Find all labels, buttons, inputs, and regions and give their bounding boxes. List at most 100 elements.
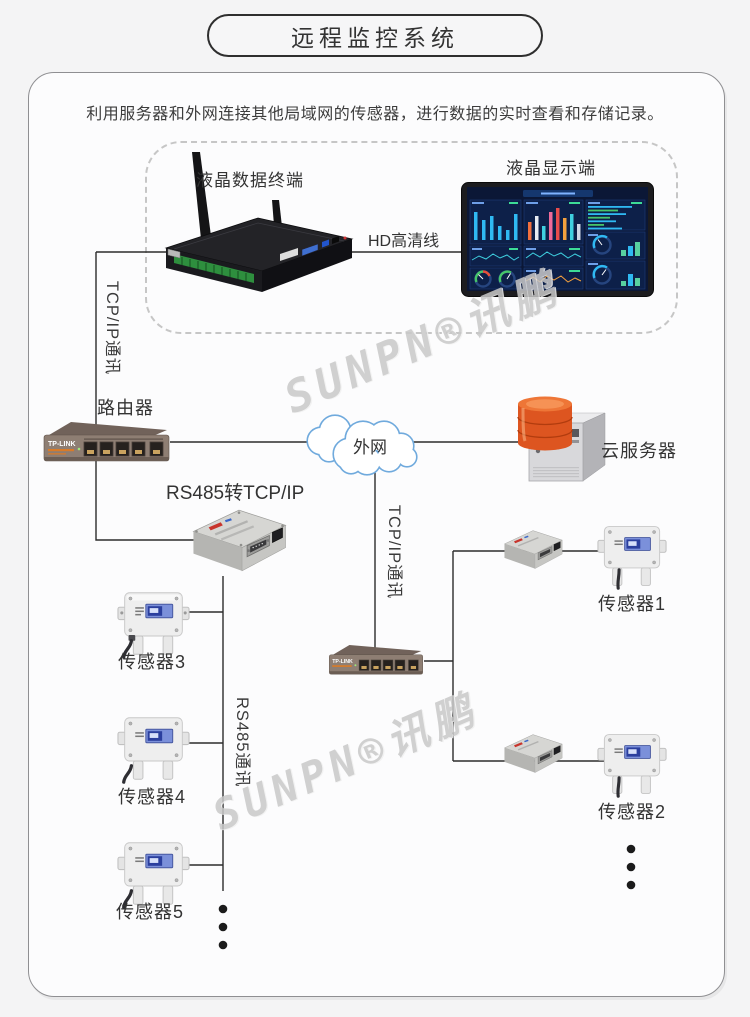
- sensor-label-text: [614, 748, 623, 754]
- converter-device: [192, 509, 287, 572]
- sensor-screws: [128, 846, 179, 883]
- rj45-port: [272, 527, 283, 543]
- server-vents: [533, 467, 579, 478]
- converter-text-row: [517, 536, 539, 547]
- db9-port: [246, 534, 270, 558]
- sensor-device: [117, 717, 190, 784]
- router-base: [44, 457, 169, 461]
- cloud-front-fill: [334, 422, 416, 474]
- converter-device: [503, 530, 563, 569]
- router-device: TP-LINK: [329, 645, 423, 675]
- router-subtext: [48, 453, 66, 455]
- converter-logo-blue: [524, 535, 529, 539]
- power-led: [343, 236, 347, 240]
- router-device: TP-LINK: [43, 422, 170, 462]
- status-led: [77, 447, 81, 451]
- sensor-screws: [608, 530, 656, 565]
- ear-hole: [183, 611, 187, 615]
- cable-gland: [128, 635, 136, 641]
- dvi-port: [280, 248, 298, 261]
- router-brand-text: TP-LINK: [48, 441, 76, 448]
- converter-logo-red: [513, 538, 523, 544]
- database-stack: [517, 396, 573, 451]
- sensor-leg: [640, 775, 651, 794]
- lcd-digits: [628, 541, 637, 546]
- page-title: 远程监控系统: [207, 14, 543, 57]
- sensor-screws: [608, 738, 656, 773]
- line-chart-3: [525, 275, 582, 283]
- converter-left-face: [193, 531, 243, 571]
- cloud-label: 外网: [353, 438, 387, 457]
- sensor-device: [117, 842, 190, 909]
- lan-ports: [358, 659, 419, 671]
- sensor4-label: 传感器4: [118, 787, 187, 807]
- sensor-screws: [128, 596, 179, 633]
- terminal-right-face: [262, 239, 352, 292]
- description-text: 利用服务器和外网连接其他局域网的传感器，进行数据的实时查看和存储记录。: [86, 106, 664, 123]
- page-title-text: 远程监控系统: [291, 24, 459, 51]
- sensor-label-text: [135, 732, 144, 738]
- sensor-cable: [616, 568, 621, 590]
- sensor5-label: 传感器5: [116, 902, 185, 922]
- server-label: 云服务器: [601, 441, 677, 461]
- sensor-device: [117, 592, 190, 659]
- sensor-highlight: [126, 594, 181, 601]
- lcd-digits: [628, 749, 637, 754]
- router-top-face: [332, 645, 422, 656]
- sensor-leg: [132, 885, 144, 905]
- sensor-cable: [122, 639, 134, 659]
- display-label: 液晶显示端: [506, 159, 596, 178]
- cloud-server-icon: [517, 396, 606, 482]
- converter-label: RS485转TCP/IP: [166, 483, 305, 504]
- port-label-strip: [84, 438, 163, 440]
- converter-logo-blue: [524, 739, 529, 743]
- sensor-leg: [162, 760, 174, 780]
- converter-text-row: [214, 520, 249, 536]
- line-chart-2: [525, 251, 582, 259]
- lcd-terminal-device: [164, 152, 354, 292]
- gauges: [474, 234, 612, 288]
- router-model-text: [332, 665, 352, 667]
- vga-port: [301, 243, 319, 257]
- converter-logo-blue: [224, 518, 232, 523]
- terminal-connector-pins: [181, 257, 247, 281]
- db9-port: [537, 750, 553, 765]
- rj45-port: [553, 745, 561, 756]
- sensor-label-text: [135, 607, 144, 616]
- ear-hole: [120, 611, 124, 615]
- sensor-device: [597, 734, 667, 798]
- usb-port: [322, 239, 329, 248]
- sensor-cable: [616, 776, 621, 798]
- tcpip-left-label: TCP/IP通讯: [103, 280, 121, 376]
- converter-text-row: [517, 740, 539, 751]
- db9-port: [537, 546, 553, 561]
- sensor-screws: [128, 721, 179, 758]
- sensor-cable: [122, 889, 134, 909]
- converter-logo-red: [208, 522, 223, 531]
- bar-chart-color: [528, 208, 581, 240]
- lcd-digits: [149, 733, 159, 738]
- bar-chart-left: [474, 212, 518, 240]
- tcpip-mid-label: TCP/IP通讯: [385, 504, 403, 600]
- serial-port: [167, 248, 181, 259]
- panel-headers: [472, 202, 600, 272]
- lcd-digits: [149, 858, 159, 863]
- lan-ports: [83, 441, 164, 457]
- router-model-text: [48, 449, 74, 452]
- converter-device: [503, 734, 563, 773]
- sensor-leg: [640, 567, 651, 586]
- router-top-face: [49, 422, 167, 436]
- sensor-label-text: [614, 540, 623, 546]
- cloud-icon: [306, 414, 418, 476]
- lcd-digits: [149, 608, 159, 613]
- rs485-bus-label: RS485通讯: [233, 697, 251, 788]
- converter-left-face: [504, 747, 535, 773]
- sensor-leg: [162, 635, 174, 655]
- router-base: [329, 671, 423, 675]
- panel-values: [509, 202, 642, 272]
- sensor1-label: 传感器1: [598, 594, 667, 614]
- terminal-top-edge: [173, 222, 345, 250]
- converter-logo-red: [513, 742, 523, 748]
- sensor-leg: [132, 635, 144, 655]
